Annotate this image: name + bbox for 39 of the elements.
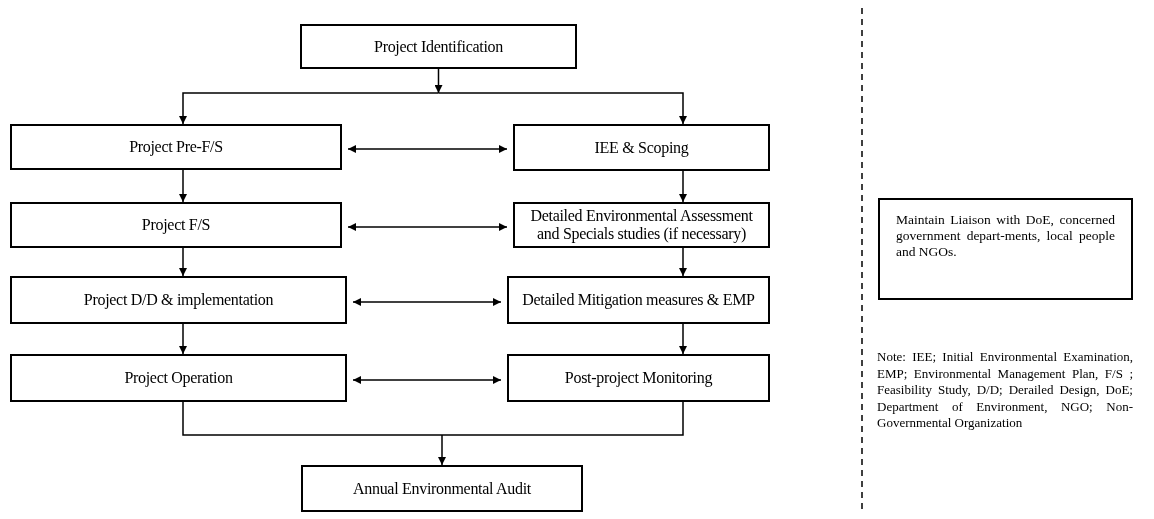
connector-line — [179, 323, 187, 355]
connector-line — [179, 169, 187, 203]
connector-line — [352, 298, 502, 306]
box-label: Annual Environmental Audit — [353, 479, 531, 498]
box-label: Project Operation — [124, 369, 233, 387]
box-label: Project F/S — [141, 216, 211, 234]
connector-line — [679, 247, 687, 277]
box-label: Project Pre-F/S — [129, 138, 223, 156]
arrow — [438, 434, 446, 466]
box-label: Project Identification — [374, 37, 503, 56]
box-label: Maintain Liaison with DoE, concerned government depart-ments, local people and NGOs. — [896, 212, 1115, 261]
box-label: Detailed Environmental Assessment and Specials studies (if necessary) — [529, 207, 754, 243]
box-label: IEE & Scoping — [594, 138, 689, 157]
box-label: Detailed Mitigation measures & EMP — [522, 291, 755, 309]
note-box — [878, 198, 1133, 300]
connector-line — [182, 401, 443, 436]
connector-line — [179, 92, 440, 125]
connector-line — [347, 223, 508, 231]
process-box — [507, 354, 770, 402]
box-label: Post-project Monitoring — [564, 369, 713, 387]
connector-line — [441, 401, 684, 436]
arrow — [434, 68, 443, 94]
process-box — [301, 465, 583, 512]
process-box — [300, 24, 577, 69]
box-label: Project D/D & implementation — [83, 291, 274, 309]
process-box — [10, 276, 347, 324]
process-box — [513, 124, 770, 171]
process-box — [10, 124, 342, 170]
process-box — [10, 202, 342, 248]
connector-line — [347, 145, 508, 153]
note-text: Note: IEE; Initial Environmental Examination, EMP; Environmental Management Plan, F/S ; Feasibility Study, D/D; Derailed Design, DoE; Department of Environment, NGO; Non-Governmental Organization — [877, 349, 1133, 432]
connector-line — [437, 92, 687, 125]
connector-line — [679, 323, 687, 355]
process-box — [10, 354, 347, 402]
process-box — [513, 202, 770, 248]
connector-line — [352, 376, 502, 384]
connector-line — [179, 247, 187, 277]
connector-line — [679, 170, 687, 203]
process-box — [507, 276, 770, 324]
